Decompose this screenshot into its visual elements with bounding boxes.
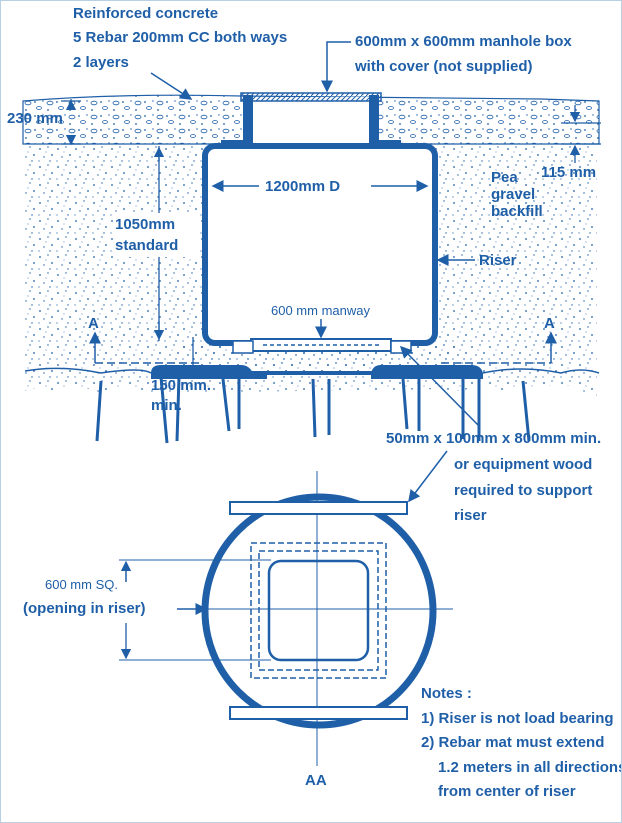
label-wood-4: riser [454,507,487,524]
label-rebar-spec: 5 Rebar 200mm CC both ways [73,29,287,46]
label-115mm: 115 mm [541,164,596,181]
note-2a: 2) Rebar mat must extend [421,734,604,751]
label-150mm: 150 mm. [151,377,211,394]
label-section-a-right: A [544,315,555,332]
note-1: 1) Riser is not load bearing [421,710,614,727]
manhole-box-wall-left [243,95,253,143]
label-section-a-left: A [88,315,99,332]
section-view [22,92,600,444]
label-wood-2: or equipment wood [454,456,592,473]
plan-opening [267,559,370,662]
label-standard: standard [115,237,178,254]
note-2c: from center of riser [438,783,576,800]
plan-wood-top [229,501,408,515]
label-pea: Pea [491,169,518,186]
manhole-cover [240,92,382,102]
label-1050mm: 1050mm [115,216,175,233]
plan-wood-bottom [229,706,408,720]
label-wood-3: required to support [454,482,592,499]
label-section-aa: AA [305,772,327,789]
label-manhole-box-1: 600mm x 600mm manhole box [355,33,572,50]
label-230mm: 230 mm [7,110,63,127]
ground-pipes [95,376,531,444]
label-riser: Riser [479,252,517,269]
section-annotations: Reinforced concrete 5 Rebar 200mm CC bot… [7,5,601,524]
label-wood-1: 50mm x 100mm x 800mm min. [386,430,601,447]
label-gravel: gravel [491,186,535,203]
label-opening-desc: (opening in riser) [23,600,146,617]
manhole-box-wall-right [369,95,379,143]
notes: Notes : 1) Riser is not load bearing 2) … [421,685,621,800]
label-manhole-box-2: with cover (not supplied) [354,58,533,75]
wood-support-left [232,340,254,354]
label-diameter: 1200mm D [265,178,340,195]
plan-view: 600 mm SQ. (opening in riser) AA [23,471,453,789]
note-2b: 1.2 meters in all directions [438,759,621,776]
notes-title: Notes : [421,685,472,702]
label-opening-size: 600 mm SQ. [45,577,118,592]
label-reinforced-concrete: Reinforced concrete [73,5,218,22]
plan-manway-outer [250,542,387,679]
label-manway: 600 mm manway [271,303,370,318]
label-backfill: backfill [491,203,543,220]
label-150mm-min: min. [151,397,182,414]
label-layers: 2 layers [73,54,129,71]
